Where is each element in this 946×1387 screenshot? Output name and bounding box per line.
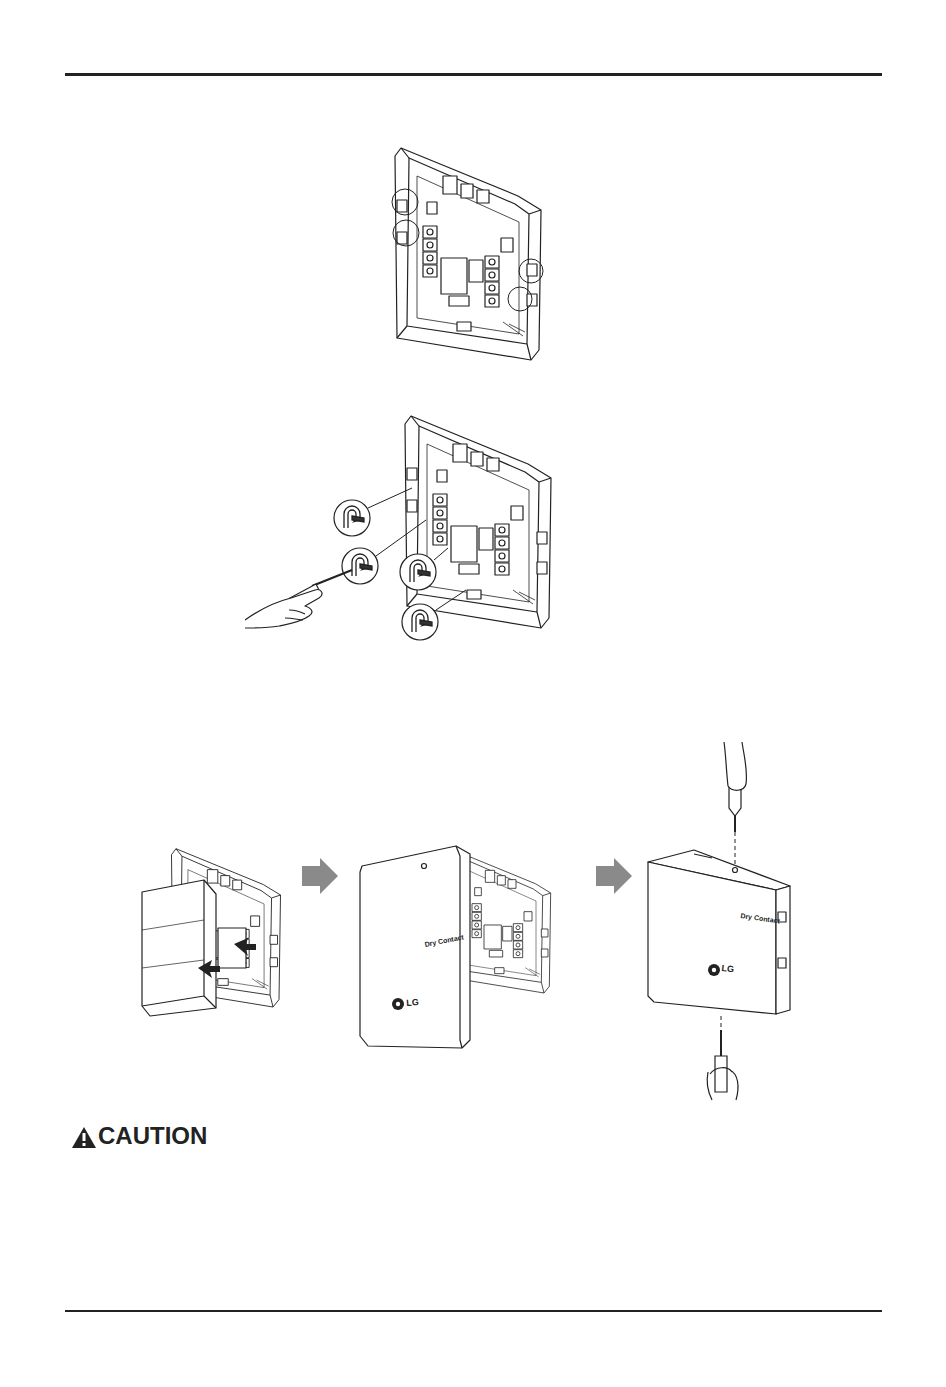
- clip-install-figure: [405, 416, 551, 628]
- inner-cover: [142, 880, 216, 1008]
- closed-unit-figure: [648, 742, 790, 1100]
- lg-logo-mark: [708, 964, 720, 976]
- screwdriver-hand: [312, 570, 352, 586]
- closed-case: [776, 886, 790, 1014]
- brand-logo: LG: [406, 998, 419, 1008]
- screwdriver-hand: [245, 590, 322, 628]
- lg-logo-mark: [708, 964, 720, 976]
- clip-callout-circle: [342, 548, 378, 584]
- clip-callout-circle: [334, 500, 370, 536]
- step-arrow: [302, 858, 338, 894]
- cable-clip-symbol: [352, 554, 372, 576]
- warning-triangle: [83, 1133, 86, 1141]
- direction-arrow: [198, 960, 220, 978]
- brand-logo: LG: [721, 964, 734, 974]
- screwdriver-bottom: [721, 1016, 722, 1030]
- screwdriver-top: [735, 832, 736, 866]
- lg-logo-mark: [396, 1002, 400, 1006]
- warning-triangle: [72, 1127, 96, 1148]
- leader-line: [368, 488, 412, 508]
- cable-clip-symbol: [344, 506, 432, 632]
- clip-highlight-circle: [519, 259, 543, 283]
- cable-clip-symbol: [344, 506, 364, 528]
- cover-step-one: [142, 849, 281, 1016]
- cable-clip-symbol: [410, 560, 430, 582]
- cable-clip-symbol: [412, 610, 432, 632]
- closed-case: [648, 862, 776, 1014]
- closed-case: [733, 868, 738, 873]
- screwdriver-bottom: [707, 1068, 738, 1100]
- caution-heading: CAUTION: [98, 1124, 207, 1148]
- direction-arrow: [198, 938, 256, 978]
- footer-rule: [65, 1310, 882, 1312]
- screwdriver-top: [724, 742, 747, 790]
- screwdriver-bottom: [715, 1056, 727, 1092]
- open-base-figure: [392, 148, 543, 360]
- leader-line: [434, 548, 448, 560]
- header-rule: [65, 73, 882, 76]
- leader-line: [436, 590, 466, 610]
- warning-triangle: [83, 1143, 86, 1146]
- direction-arrow: [234, 938, 256, 956]
- closed-case: [648, 850, 790, 1014]
- front-cover: [456, 846, 462, 1048]
- lg-logo-mark: [392, 998, 404, 1010]
- clip-callout-circle: [402, 604, 438, 640]
- clip-install-figure: [245, 416, 551, 640]
- warning-triangle: [72, 1127, 96, 1148]
- clip-highlight-circle: [393, 220, 419, 246]
- closed-case: [694, 854, 712, 858]
- step-arrow: [596, 858, 632, 894]
- leader-line: [376, 520, 426, 556]
- footer-rule: [65, 1310, 882, 1312]
- front-cover: [422, 864, 427, 869]
- closed-case: [778, 958, 786, 968]
- lg-logo-mark: [712, 968, 716, 972]
- open-base-figure: [395, 148, 541, 360]
- screwdriver-top: [724, 742, 747, 866]
- front-cover: [360, 846, 470, 1048]
- clip-highlight-circle: [508, 287, 532, 311]
- cover-step-two: [360, 846, 551, 1048]
- front-cover: [360, 846, 470, 1048]
- screwdriver-hand: [245, 570, 352, 628]
- lg-logo-mark: [392, 998, 404, 1010]
- header-rule: [65, 73, 882, 76]
- leader-line: [368, 488, 466, 610]
- inner-cover: [142, 880, 246, 1016]
- clip-highlight-circle: [392, 189, 418, 215]
- clip-callout-circle: [400, 554, 436, 590]
- inner-cover: [142, 920, 204, 968]
- screwdriver-bottom: [720, 1030, 722, 1056]
- clip-highlight-circle: [392, 189, 543, 311]
- inner-cover: [142, 880, 216, 1016]
- screwdriver-bottom: [707, 1016, 738, 1100]
